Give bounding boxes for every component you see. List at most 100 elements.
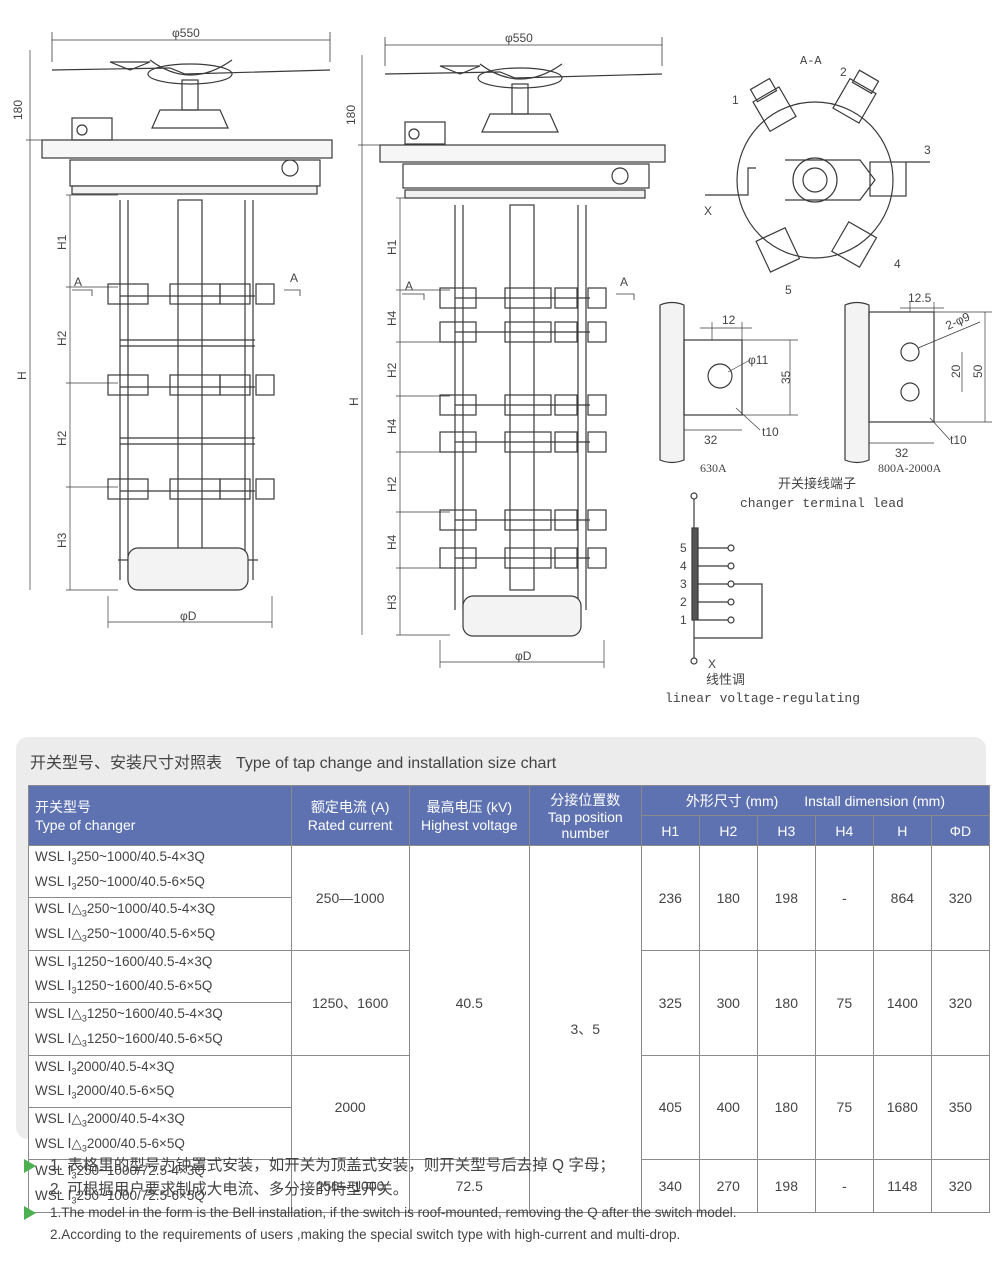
table-row: WSL Ⅰ△3250~1000/40.5-4×3Q WSL Ⅰ△3250~100…: [28, 897, 292, 951]
h3-cell: 180: [756, 949, 816, 1056]
h4-cell: 75: [814, 1054, 874, 1161]
d-cell: 320: [930, 1159, 991, 1213]
right-height-label: 180: [344, 105, 358, 125]
section-num-2: 2: [840, 65, 847, 79]
table-row: WSL Ⅰ3250~1000/40.5-4×3Q WSL Ⅰ3250~1000/…: [28, 844, 292, 899]
t630-thickness: t10: [762, 425, 779, 439]
note-zh-2: 2. 可根据用户要求制成大电流、多分接的特型开关。: [50, 1181, 409, 1198]
technical-drawing: φ550 180 H1 H2 H2 H3 H A A φD φ550 180 H…: [11, 26, 992, 706]
spec-table-panel: 开关型号、安装尺寸对照表 Type of tap change and insta…: [16, 737, 991, 1213]
table-title-zh: 开关型号、安装尺寸对照表: [30, 755, 223, 772]
t800-dim-12-5: 12.5: [908, 291, 932, 305]
current-cell: 2000: [290, 1054, 410, 1161]
h4-cell: -: [814, 1159, 874, 1213]
h2-cell: 270: [698, 1159, 758, 1213]
header-dims: 外形尺寸 (mm) Install dimension (mm): [640, 785, 991, 816]
section-x-mark: X: [704, 204, 712, 218]
h-cell: 1680: [872, 1054, 932, 1161]
current-cell: 1250、1600: [290, 949, 410, 1056]
right-h2b-label: H2: [385, 476, 399, 492]
section-num-5: 5: [785, 283, 792, 297]
table-title: 开关型号、安装尺寸对照表 Type of tap change and insta…: [30, 749, 556, 773]
section-num-1: 1: [732, 93, 739, 107]
header-h3: H3: [756, 815, 816, 846]
section-title: A-A: [800, 54, 822, 68]
right-overall-height-label: H: [347, 397, 361, 406]
t800-dim-32: 32: [895, 446, 909, 460]
terminal-800a-2000a: [844, 301, 992, 464]
linear-num-2: 2: [680, 595, 687, 609]
t800-dim-50: 50: [971, 364, 985, 378]
h2-cell: 180: [698, 845, 758, 951]
notes: 1. 表格里的型号为钟罩式安装，如开关为顶盖式安装，则开关型号后去掉 Q 字母；…: [24, 1154, 984, 1246]
header-h1: H1: [640, 815, 700, 846]
voltage-cell: 40.5: [408, 844, 530, 1161]
right-elevation: [358, 37, 666, 668]
table-row: WSL Ⅰ△31250~1600/40.5-4×3Q WSL Ⅰ△31250~1…: [28, 1002, 292, 1056]
right-h4b-label: H4: [385, 418, 399, 434]
t630-dim-32: 32: [704, 433, 718, 447]
linear-caption-zh: 线性调: [706, 672, 745, 687]
note-en-2: 2.According to the requirements of users…: [50, 1227, 681, 1242]
h1-cell: 325: [640, 949, 700, 1056]
d-cell: 320: [930, 949, 991, 1056]
left-h2b-label: H2: [55, 430, 69, 446]
section-view: [705, 69, 930, 273]
h1-cell: 340: [640, 1159, 700, 1213]
header-tap: 分接位置数 Tap position number: [528, 785, 642, 846]
t800-thickness: t10: [950, 433, 967, 447]
t630-dim-35: 35: [779, 370, 793, 384]
note-en-1: 1.The model in the form is the Bell inst…: [24, 1202, 984, 1224]
section-num-3: 3: [924, 143, 931, 157]
header-h2: H2: [698, 815, 758, 846]
left-h1-label: H1: [55, 234, 69, 250]
arrow-icon: [24, 1206, 36, 1220]
h4-cell: -: [814, 845, 874, 951]
d-cell: 320: [930, 845, 991, 951]
t630-caption: 630A: [700, 461, 727, 475]
d-cell: 350: [930, 1054, 991, 1161]
left-height-label: 180: [11, 100, 25, 120]
h3-cell: 180: [756, 1054, 816, 1161]
h3-cell: 198: [756, 845, 816, 951]
h1-cell: 236: [640, 845, 700, 951]
left-h3-label: H3: [55, 532, 69, 548]
right-h1-label: H1: [385, 239, 399, 255]
header-h4: H4: [814, 815, 874, 846]
right-h3-label: H3: [385, 594, 399, 610]
voltage-cell: 72.5: [408, 1159, 530, 1213]
right-h4a-label: H4: [385, 310, 399, 326]
linear-schematic: [690, 492, 763, 665]
table-title-en: Type of tap change and installation size…: [236, 755, 557, 772]
t800-dim-20: 20: [949, 364, 963, 378]
current-cell: 250—1000: [290, 845, 410, 951]
t630-hole: φ11: [748, 353, 769, 367]
left-section-mark-b: A: [290, 271, 298, 285]
current-cell: 250—1000: [290, 1159, 410, 1213]
spec-table: 开关型号 Type of changer 额定电流 (A) Rated curr…: [28, 785, 991, 1213]
arrow-icon: [24, 1159, 36, 1173]
table-row: WSL Ⅰ31250~1600/40.5-4×3Q WSL Ⅰ31250~160…: [28, 949, 292, 1004]
h-cell: 1400: [872, 949, 932, 1056]
t800-caption: 800A-2000A: [878, 461, 942, 475]
left-diameter-label: φ550: [172, 26, 200, 40]
tap-cell: 3、5: [528, 845, 642, 1213]
h-cell: 864: [872, 845, 932, 951]
right-h2a-label: H2: [385, 362, 399, 378]
right-h4c-label: H4: [385, 534, 399, 550]
linear-x-mark: X: [708, 657, 716, 671]
linear-num-1: 1: [680, 613, 687, 627]
linear-caption-en: linear voltage-regulating: [665, 691, 860, 706]
t800-holes: 2-φ9: [943, 309, 972, 332]
left-overall-height-label: H: [15, 371, 29, 380]
table-row: WSL Ⅰ32000/40.5-4×3Q WSL Ⅰ32000/40.5-6×5…: [28, 1054, 292, 1108]
header-type: 开关型号 Type of changer: [28, 785, 292, 846]
table-row: WSL Ⅰ△32000/40.5-4×3Q WSL Ⅰ△32000/40.5-6…: [28, 1106, 292, 1161]
linear-num-4: 4: [680, 559, 687, 573]
note-zh-1: 1. 表格里的型号为钟罩式安装，如开关为顶盖式安装，则开关型号后去掉 Q 字母；: [24, 1154, 984, 1178]
terminal-630a: [659, 301, 798, 464]
header-voltage: 最高电压 (kV) Highest voltage: [408, 785, 530, 846]
h2-cell: 400: [698, 1054, 758, 1161]
right-diameter-label: φ550: [505, 31, 533, 45]
h2-cell: 300: [698, 949, 758, 1056]
